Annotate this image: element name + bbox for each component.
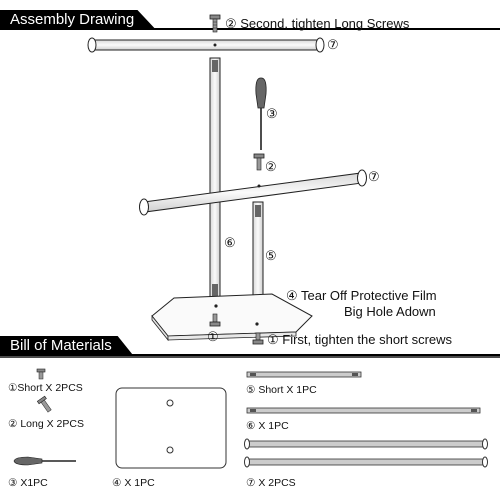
top-bar — [87, 37, 325, 53]
bom-long-rod-drawing — [246, 407, 481, 414]
bom-long-rod-label: ⑥ X 1PC — [246, 420, 289, 432]
bom-long-screw-drawing — [36, 395, 52, 413]
bom-short-screw-label: ①Short X 2PCS — [8, 382, 83, 394]
bom-short-rod-drawing — [246, 371, 362, 378]
bom-bars-label: ⑦ X 2PCS — [246, 477, 296, 489]
callout-3: ③ — [266, 106, 278, 121]
bom-screwdriver-drawing — [13, 456, 76, 466]
bom-header-rule — [0, 354, 500, 356]
callout-5: ⑤ — [265, 248, 277, 263]
step-first-label: ① First, tighten the short screws — [267, 332, 453, 347]
bom-screwdriver-label: ③ X1PC — [8, 477, 48, 489]
bom-base-label: ④ X 1PC — [112, 477, 155, 489]
callout-2: ② — [265, 159, 277, 174]
bom-title: Bill of Materials — [0, 336, 134, 356]
callout-7-top: ⑦ — [327, 37, 339, 52]
big-hole-label: Big Hole Adown — [344, 304, 436, 319]
callout-6: ⑥ — [224, 235, 236, 250]
top-long-screw — [209, 14, 221, 33]
bom-long-screw-label: ② Long X 2PCS — [8, 418, 84, 430]
bom-header: Bill of Materials — [0, 336, 500, 356]
bom-base-drawing — [115, 387, 227, 469]
lower-bar — [139, 169, 367, 216]
bom-bar-drawing-1 — [244, 438, 488, 450]
callout-7-lower: ⑦ — [368, 169, 380, 184]
assembly-header-rule — [0, 28, 500, 30]
middle-long-screw — [253, 153, 265, 171]
base-plate — [151, 293, 313, 342]
step-second-label: ② Second, tighten Long Screws — [225, 16, 410, 31]
bom-bar-drawing-2 — [244, 456, 488, 468]
callout-1: ① — [207, 329, 219, 344]
bom-short-rod-label: ⑤ Short X 1PC — [246, 384, 317, 396]
bom-short-screw-drawing — [36, 368, 46, 380]
assembly-header: Assembly Drawing — [0, 10, 500, 30]
screwdriver-drawing — [255, 77, 267, 150]
bottom-short-screws — [209, 313, 264, 345]
assembly-title: Assembly Drawing — [0, 10, 157, 30]
tear-off-label: ④ Tear Off Protective Film — [286, 288, 437, 303]
